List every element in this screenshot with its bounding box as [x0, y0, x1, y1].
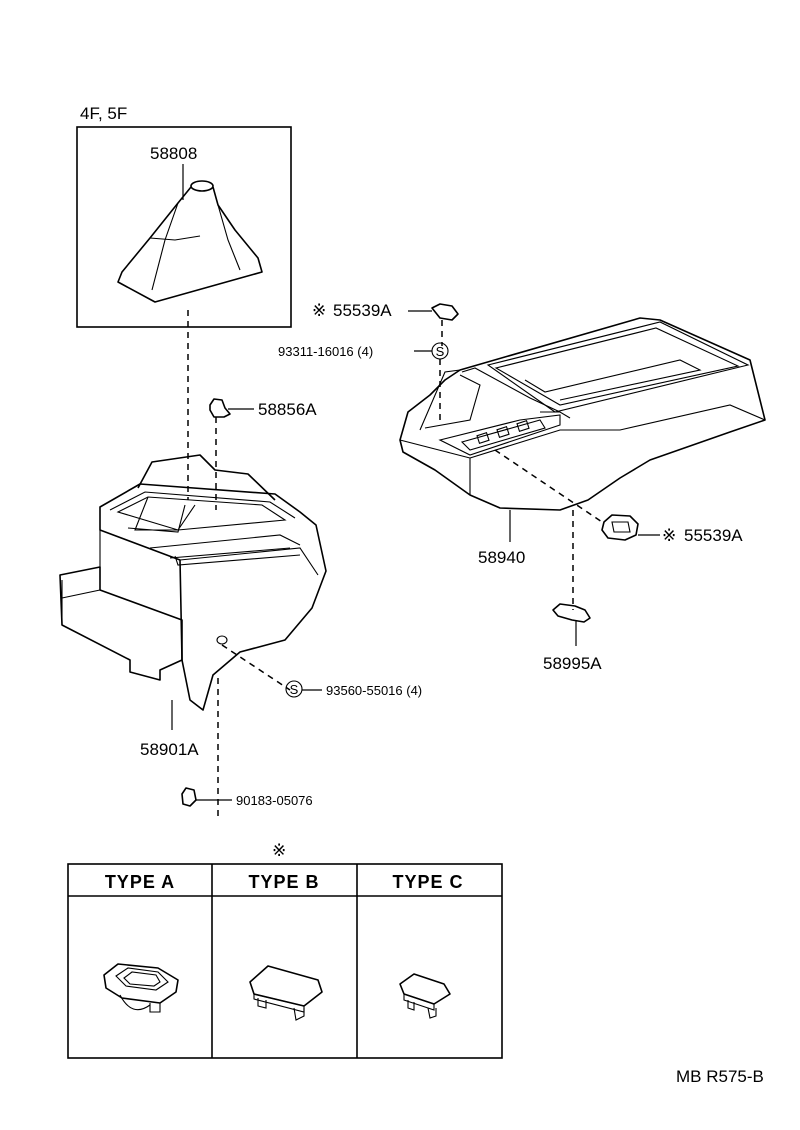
label-58901a: 58901A [140, 740, 199, 759]
screw-symbol-93560: S [285, 680, 303, 698]
cap-55539a-right [601, 514, 639, 541]
label-93311: 93311-16016 (4) [278, 344, 373, 359]
figure-code: MB R575-B [676, 1067, 764, 1086]
shift-boot-inset-box [76, 126, 292, 328]
clip-nut-90183 [181, 787, 197, 807]
guide-cap-right [494, 449, 603, 523]
label-58856a: 58856A [258, 400, 317, 419]
label-55539a-right: 55539A [684, 526, 743, 545]
label-90183: 90183-05076 [236, 793, 313, 808]
label-93560: 93560-55016 (4) [326, 683, 422, 698]
front-console-58901a [59, 454, 327, 711]
clip-58856a [209, 398, 231, 510]
clip-58995a [552, 603, 591, 623]
label-58940: 58940 [478, 548, 525, 567]
label-58995a: 58995A [543, 654, 602, 673]
type-a-header: TYPE A [105, 872, 175, 892]
kome-symbol-top: ※ [312, 301, 326, 320]
type-b-header: TYPE B [248, 872, 319, 892]
svg-text:S: S [436, 344, 445, 359]
variant-label: 4F, 5F [80, 104, 127, 123]
label-58808: 58808 [150, 144, 197, 163]
shift-boot-part [117, 180, 263, 303]
type-c-header: TYPE C [392, 872, 463, 892]
kome-symbol-right: ※ [662, 526, 676, 545]
type-table [67, 863, 503, 1059]
cap-55539a-top [431, 303, 459, 321]
screw-symbol-93311: S [431, 342, 449, 360]
rear-console-58940 [399, 317, 766, 511]
type-b-cap-drawing [249, 965, 323, 1021]
label-55539a-top: 55539A [333, 301, 392, 320]
kome-symbol-table: ※ [272, 841, 286, 860]
type-a-cap-drawing [103, 963, 179, 1013]
guide-screw-93560 [221, 644, 291, 691]
type-c-cap-drawing [399, 973, 451, 1019]
svg-text:S: S [290, 682, 299, 697]
